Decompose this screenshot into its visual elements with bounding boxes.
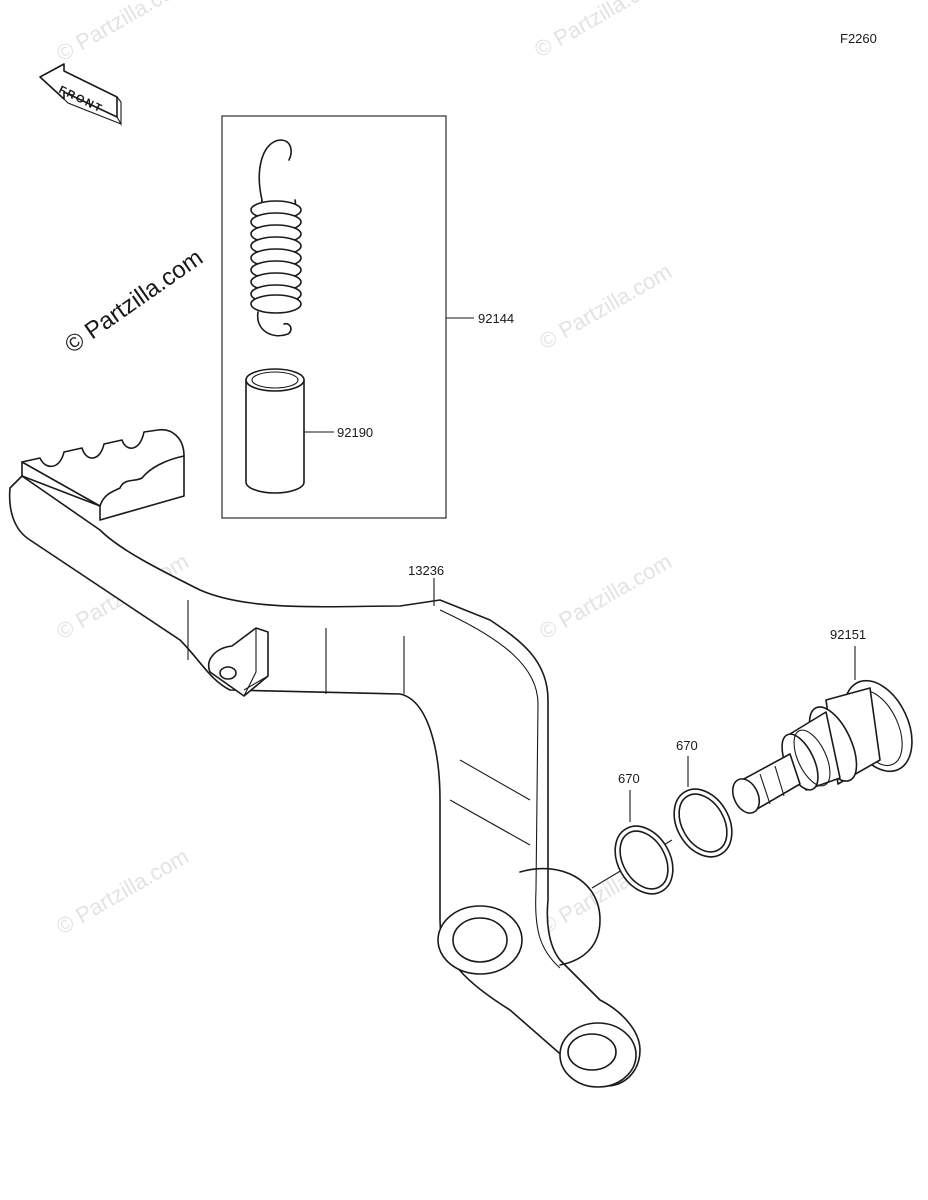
part-label-13236: 13236 bbox=[408, 563, 444, 578]
part-label-92151: 92151 bbox=[830, 627, 866, 642]
brake-pedal-drawing bbox=[8, 429, 641, 1088]
o-ring-outer-drawing bbox=[673, 788, 733, 858]
watermark-text: © Partzilla.com bbox=[52, 0, 193, 66]
part-label-670-outer: 670 bbox=[676, 738, 698, 753]
spring-drawing bbox=[250, 139, 302, 337]
watermark-text: © Partzilla.com bbox=[535, 259, 676, 355]
front-arrow-icon: FRONT bbox=[39, 63, 122, 127]
o-ring-inner-drawing bbox=[614, 825, 674, 895]
part-label-92144: 92144 bbox=[478, 311, 514, 326]
part-label-92190: 92190 bbox=[337, 425, 373, 440]
collar-drawing bbox=[245, 368, 305, 494]
watermark-text: © Partzilla.com bbox=[535, 549, 676, 645]
pivot-bolt-drawing bbox=[731, 679, 913, 814]
kit-box bbox=[221, 115, 447, 519]
figure-code: F2260 bbox=[840, 31, 877, 46]
partzilla-watermark: © Partzilla.com bbox=[60, 244, 208, 359]
watermark-text: © Partzilla.com bbox=[52, 844, 193, 940]
watermark-text: © Partzilla.com bbox=[530, 0, 671, 62]
part-label-670-inner: 670 bbox=[618, 771, 640, 786]
